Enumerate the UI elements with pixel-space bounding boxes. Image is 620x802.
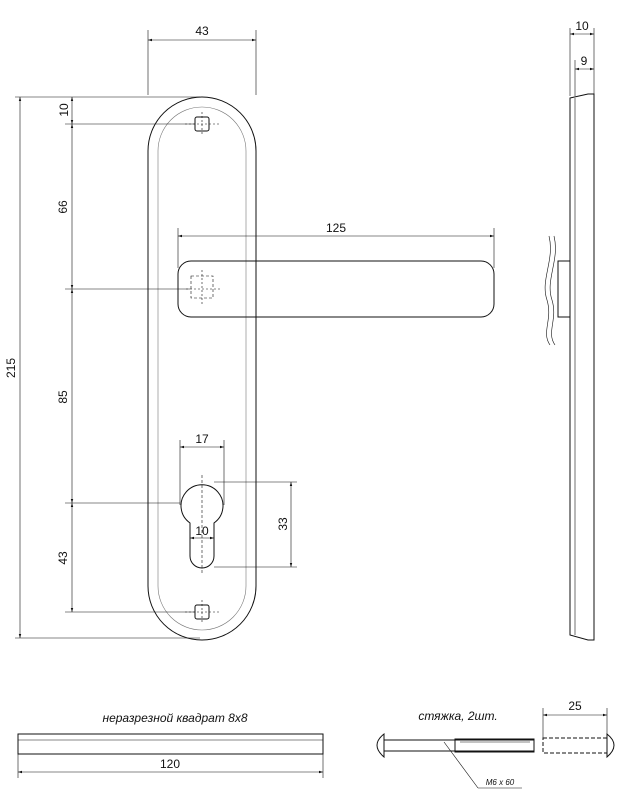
dim-label-spindle-length: 120 <box>160 757 180 771</box>
plate-inner-edge <box>157 106 247 631</box>
dim-label-cylinder-height: 33 <box>276 517 290 531</box>
dim-label-lever-length: 125 <box>326 221 346 235</box>
dim-label-cylinder-top-width: 17 <box>195 432 209 446</box>
screw-thread <box>454 738 535 753</box>
sleeve-head <box>606 732 615 759</box>
spindle-caption: неразрезной квадрат 8x8 <box>102 711 247 725</box>
dim-label-square-to-cylinder: 85 <box>56 390 70 404</box>
dim-label-hole-to-square: 66 <box>56 200 70 214</box>
dim-label-cylinder-slot-width: 10 <box>195 524 209 538</box>
dim-cylinder-top-width: 17 <box>179 432 225 505</box>
dim-side-total-thickness: 10 <box>569 19 595 96</box>
dim-label-side-plate-thickness: 9 <box>581 54 588 68</box>
side-view <box>544 93 595 641</box>
dim-cylinder-height: 33 <box>214 481 297 568</box>
tie-screw: стяжка, 2шт. 25 M6 x 60 <box>376 699 615 789</box>
front-plate <box>147 96 257 641</box>
lever-handle <box>177 260 495 318</box>
side-lever-break-2 <box>544 235 551 346</box>
dim-label-side-total-thickness: 10 <box>575 19 589 33</box>
screw-head <box>376 732 385 759</box>
spindle-bar: неразрезной квадрат 8x8 120 <box>17 711 324 778</box>
dim-lever-length: 125 <box>177 221 495 268</box>
plate-outline <box>147 96 257 641</box>
side-plate-outline <box>569 93 595 641</box>
dim-label-top-hole-offset: 10 <box>57 103 71 117</box>
side-lever-break-1 <box>549 235 556 346</box>
dim-side-plate-thickness: 9 <box>574 54 594 96</box>
screw-sleeve <box>542 737 608 754</box>
dim-label-screw-length: 25 <box>568 699 582 713</box>
thread-note: M6 x 60 <box>486 778 515 787</box>
dim-plate-width: 43 <box>147 24 257 95</box>
cylinder-cutout <box>180 475 224 575</box>
dim-label-cylinder-to-bottom-hole: 43 <box>56 551 70 565</box>
dim-cylinder-slot-width: 10 <box>190 524 214 540</box>
spindle-outline <box>17 733 324 755</box>
dim-label-plate-width: 43 <box>195 24 209 38</box>
dim-total-height: 215 <box>4 96 200 639</box>
dim-label-total-height: 215 <box>4 358 18 378</box>
side-lever-stub <box>557 260 571 318</box>
screw-shank <box>383 739 535 752</box>
dim-chain-left: 10 66 85 43 <box>56 97 195 613</box>
screw-caption: стяжка, 2шт. <box>418 709 497 723</box>
